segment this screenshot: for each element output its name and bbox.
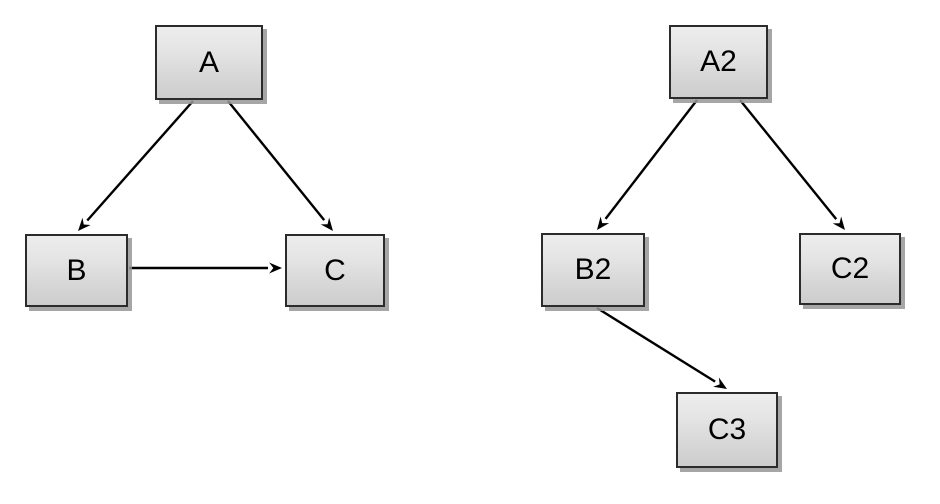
node-label: C2: [830, 252, 870, 285]
node-label: B2: [574, 253, 612, 286]
node-B2[interactable]: B2: [541, 233, 645, 307]
edge-A-B: [78, 100, 194, 231]
node-C2[interactable]: C2: [799, 233, 901, 305]
edge-A2-B2: [597, 99, 698, 230]
edge-B2-C3: [596, 306, 727, 389]
edge-B-C: [129, 262, 282, 274]
node-B[interactable]: B: [25, 234, 128, 307]
arrowhead-icon: [832, 216, 845, 230]
node-A[interactable]: A: [155, 25, 263, 100]
arrowhead-icon: [78, 217, 91, 231]
arrowhead-icon: [597, 216, 610, 230]
arrowhead-icon: [269, 262, 282, 274]
node-label: C3: [707, 413, 747, 446]
node-A2[interactable]: A2: [669, 25, 768, 99]
edge-A-C: [227, 100, 333, 231]
node-label: B: [66, 253, 87, 287]
arrowhead-icon: [713, 377, 727, 389]
node-C[interactable]: C: [285, 234, 385, 307]
edge-A2-C2: [739, 99, 845, 230]
node-C3[interactable]: C3: [676, 392, 778, 468]
node-label: A2: [700, 45, 737, 78]
arrowhead-icon: [320, 217, 333, 231]
node-label: C: [324, 253, 346, 287]
node-label: A: [198, 45, 219, 79]
